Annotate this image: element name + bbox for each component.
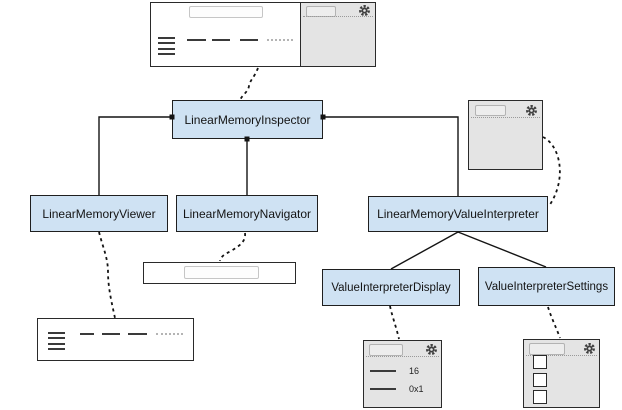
mock-value: 16 [409, 366, 420, 376]
edge-inspector-viewer [98, 116, 172, 195]
gear-icon [426, 344, 437, 355]
gear-icon [526, 105, 537, 116]
mock-address-lines [48, 332, 65, 354]
node-label: ValueInterpreterDisplay [331, 281, 451, 294]
mock-line [158, 53, 175, 56]
mock-line [48, 332, 65, 334]
mock-value-row: 0x1 [370, 380, 437, 398]
mock-address-lines [158, 37, 175, 59]
node-linear-memory-inspector: LinearMemoryInspector [172, 100, 323, 139]
mock-byte-dash [102, 333, 120, 335]
mock-line [158, 42, 175, 45]
mock-byte-dash [80, 333, 94, 335]
node-linear-memory-navigator: LinearMemoryNavigator [176, 195, 318, 232]
mockup-display-preview: 16 0x1 [363, 340, 442, 408]
mock-side-panel [300, 3, 375, 66]
node-label: LinearMemoryValueInterpreter [377, 207, 539, 221]
mock-panel-input [529, 343, 565, 355]
mock-checkbox [533, 355, 547, 369]
link-settings-mockup [547, 306, 561, 339]
mock-checkbox [533, 372, 547, 387]
mock-line [48, 337, 65, 340]
link-navigator-mockup [219, 232, 246, 262]
mock-byte-dash [128, 333, 147, 335]
mock-ascii-dots [156, 333, 183, 335]
mock-ascii-dots [267, 39, 293, 41]
mock-byte-dash [212, 39, 230, 41]
mock-separator [303, 16, 373, 17]
mock-separator [526, 355, 597, 356]
mock-line [370, 370, 396, 372]
node-linear-memory-viewer: LinearMemoryViewer [30, 195, 168, 232]
mock-value-row: 16 [370, 362, 437, 380]
mock-line [48, 342, 65, 345]
link-viewer-mockup [98, 231, 116, 319]
mock-byte-dash [240, 39, 258, 41]
mock-line [48, 348, 65, 351]
gear-icon [584, 343, 595, 354]
node-value-interpreter-display: ValueInterpreterDisplay [322, 269, 460, 306]
mockup-navigator-preview [143, 262, 296, 284]
mock-line [370, 388, 396, 390]
link-display-mockup [389, 305, 400, 340]
mock-line [158, 37, 175, 39]
mock-panel-input [369, 344, 403, 356]
mockup-settings-preview [523, 339, 600, 408]
edge-interpreter-settings [457, 231, 547, 268]
mockup-interpreter-preview [468, 100, 543, 170]
mock-separator [471, 117, 540, 118]
edge-interpreter-display [390, 231, 459, 270]
mockup-viewer-preview [37, 318, 194, 361]
node-value-interpreter-settings: ValueInterpreterSettings [478, 267, 615, 306]
mock-value: 0x1 [409, 384, 424, 394]
display-preview-rows: 16 0x1 [370, 362, 437, 398]
mock-byte-dash [187, 39, 206, 41]
node-label: LinearMemoryNavigator [182, 206, 312, 221]
mock-line [158, 47, 175, 50]
mock-address-input [184, 266, 259, 279]
node-linear-memory-value-interpreter: LinearMemoryValueInterpreter [368, 196, 548, 232]
settings-preview-checkboxes [533, 355, 547, 408]
mock-separator [366, 356, 439, 357]
link-inspector-mockup [239, 67, 259, 101]
mock-address-input [189, 6, 263, 18]
mockup-inspector-preview [150, 2, 376, 67]
edge-inspector-interpreter [323, 116, 459, 196]
mock-checkbox [533, 390, 547, 405]
node-label: ValueInterpreterSettings [484, 280, 609, 293]
node-label: LinearMemoryViewer [42, 206, 156, 221]
mock-panel-input [475, 105, 506, 116]
node-label: LinearMemoryInspector [184, 112, 311, 127]
